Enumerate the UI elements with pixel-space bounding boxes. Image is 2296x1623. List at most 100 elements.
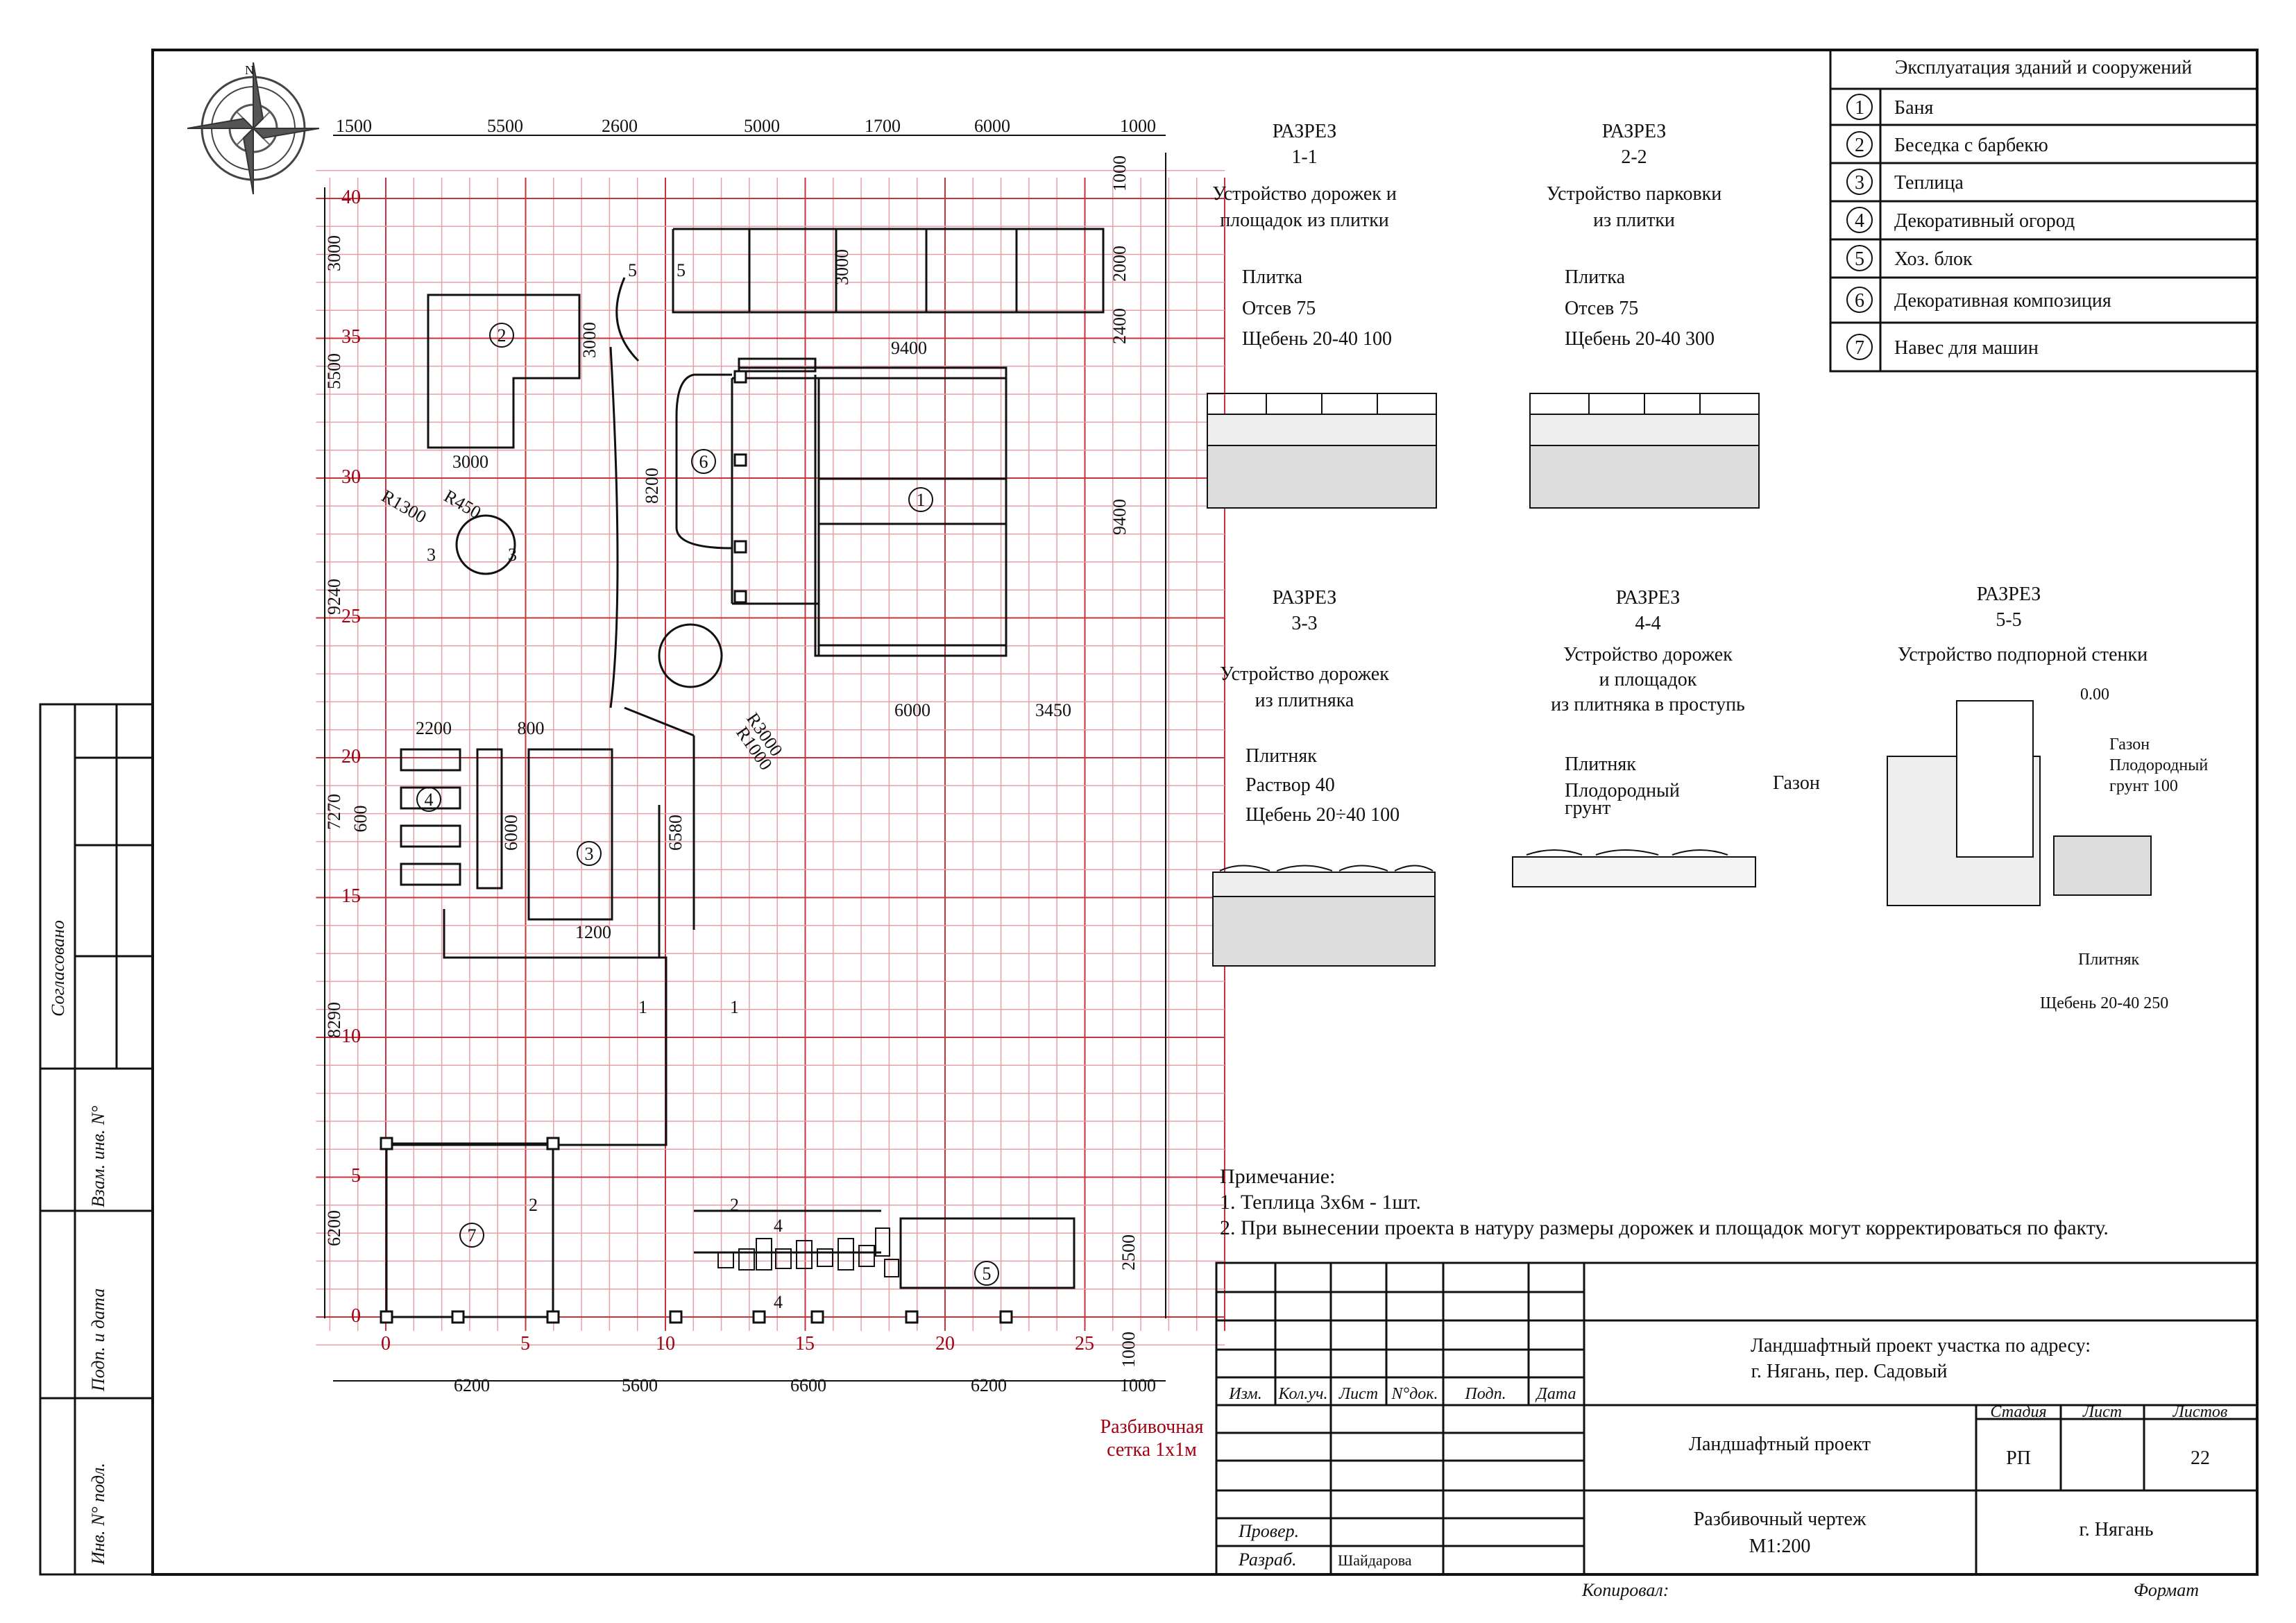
dim-label: 2500 (1119, 1234, 1139, 1271)
object-number: 3 (585, 844, 594, 864)
legend-num: 7 (1855, 337, 1864, 359)
cut-mark: 4 (774, 1292, 783, 1312)
stamp-columns: Изм. Кол.уч. Лист N°док. Подп. Дата (1228, 1385, 1576, 1403)
dimension-lines (324, 135, 1166, 1382)
dim-label: 5600 (622, 1375, 658, 1395)
dim-label: 6000 (974, 116, 1010, 136)
dim-label: 8290 (324, 1002, 344, 1038)
section-head: РАЗРЕЗ (1602, 121, 1667, 142)
dim-label: 1700 (865, 116, 901, 136)
legend-label: Декоративный огород (1894, 210, 2075, 232)
dim-label: 1000 (1119, 1332, 1139, 1368)
cut-mark: 2 (529, 1195, 538, 1215)
section-layer: 0.00 (2080, 686, 2109, 704)
legend-title: Эксплуатация зданий и сооружений (1895, 57, 2192, 78)
section-title: Устройство дорожек и (1212, 183, 1397, 205)
y-tick: 20 (341, 746, 361, 767)
y-tick: 40 (341, 187, 361, 208)
stamp-title: Ландшафтный проект участка по адресу: (1751, 1335, 2091, 1357)
stamp-col: Кол.уч. (1278, 1385, 1328, 1403)
dim-label: 1000 (1109, 155, 1130, 192)
stamp-col: Лист (1338, 1385, 1378, 1403)
legend-num: 2 (1855, 135, 1864, 156)
section-extra-label: Газон (1773, 772, 1820, 794)
carport-posts (380, 370, 1013, 1324)
stamp-dev: Разраб. (1238, 1549, 1297, 1570)
dim-label: 3000 (832, 249, 852, 285)
dim-label: 7270 (324, 794, 344, 830)
cut-mark: 5 (628, 260, 637, 280)
legend-num: 5 (1855, 248, 1864, 270)
x-tick: 20 (935, 1333, 955, 1354)
cut-mark: 3 (427, 545, 436, 565)
dim-label: 6200 (454, 1375, 490, 1395)
cut-mark: 2 (730, 1195, 739, 1215)
stamp-title: г. Нягань, пер. Садовый (1751, 1361, 1948, 1382)
section-title: из плитняка в проступь (1551, 694, 1745, 715)
dim-label: 3000 (452, 452, 488, 472)
dim-label: 9400 (891, 338, 927, 358)
section-layer: Щебень 20-40 300 (1565, 328, 1715, 350)
dim-label: 1500 (336, 116, 372, 136)
legend-items: 1 Баня 2 Беседка с барбекю 3 Теплица 4 Д… (1855, 97, 2111, 359)
section-title: из плитняка (1255, 690, 1354, 711)
legend-label: Беседка с барбекю (1894, 135, 2048, 156)
section-layer: Плитка (1565, 266, 1626, 288)
stamp-sheets-head: Листов (2172, 1403, 2228, 1421)
plan-bottom-dims: 6200 5600 6600 6200 1000 (454, 1375, 1156, 1395)
stamp-dev-name: Шайдарова (1338, 1552, 1412, 1569)
section-layer: Плитка (1242, 266, 1303, 288)
cut-mark: 1 (730, 997, 739, 1017)
section-layer: Раствор 40 (1245, 774, 1335, 796)
section-layer: Отсев 75 (1565, 298, 1638, 319)
stamp-drawing: Разбивочный чертеж (1694, 1509, 1866, 1530)
legend-label: Декоративная композиция (1894, 290, 2111, 312)
stamp-city: г. Нягань (2079, 1519, 2153, 1540)
section-head: РАЗРЕЗ (1616, 587, 1681, 609)
dim-label: 2600 (602, 116, 638, 136)
legend-label: Хоз. блок (1894, 248, 1973, 270)
section-title: Устройство парковки (1547, 183, 1722, 205)
section-title: из плитки (1593, 210, 1675, 231)
section-1-1: РАЗРЕЗ 1-1 Устройство дорожек и площадок… (1212, 121, 1397, 350)
stamp-stage-head: Стадия (1990, 1403, 2046, 1421)
section-5-5: РАЗРЕЗ 5-5 Устройство подпорной стенки 0… (1898, 584, 2208, 1012)
cut-mark: 4 (774, 1216, 783, 1236)
y-tick: 5 (351, 1165, 361, 1187)
stamp-stage: РП (2006, 1447, 2031, 1469)
dim-label: 6000 (501, 815, 521, 851)
legend-label: Баня (1894, 97, 1933, 119)
y-tick: 10 (341, 1026, 361, 1047)
object-number: 1 (917, 490, 926, 510)
grid-note: Разбивочная (1100, 1416, 1204, 1438)
dim-label: 3450 (1035, 700, 1071, 720)
section-layer: Щебень 20-40 250 (2040, 994, 2168, 1012)
section-layer: Газон (2109, 736, 2150, 754)
section-head: РАЗРЕЗ (1273, 121, 1337, 142)
section-head: РАЗРЕЗ (1977, 584, 2041, 605)
object-number: 4 (425, 790, 434, 810)
section-layer: Щебень 20-40 100 (1242, 328, 1392, 350)
section-number: 3-3 (1291, 613, 1317, 634)
object-number: 2 (498, 325, 507, 346)
stamp-sheet-head: Лист (2082, 1403, 2122, 1421)
y-tick: 25 (341, 606, 361, 627)
svg-text:N: N (245, 63, 254, 77)
title-block (1215, 1261, 2259, 1576)
notes-line: 2. При вынесении проекта в натуру размер… (1220, 1216, 2109, 1239)
section-layer: Плитняк (1245, 745, 1317, 767)
section-number: 2-2 (1621, 146, 1647, 168)
legend-table (1829, 49, 2259, 373)
legend-label: Навес для машин (1894, 337, 2039, 359)
grid-note: сетка 1х1м (1107, 1439, 1197, 1461)
plan-right-dims: 1000 2000 2400 9400 2500 1000 (1109, 155, 1139, 1368)
object-numbers: 2 1 3 4 5 6 7 (425, 325, 992, 1284)
legend-number-circles (1846, 94, 1873, 360)
object-number: 5 (983, 1264, 992, 1284)
dim-label: 2400 (1109, 308, 1130, 344)
section-layer: грунт (1565, 797, 1610, 819)
utility-block-outline (899, 1217, 1075, 1289)
legend-num: 6 (1855, 290, 1864, 312)
section-number: 5-5 (1996, 609, 2021, 631)
